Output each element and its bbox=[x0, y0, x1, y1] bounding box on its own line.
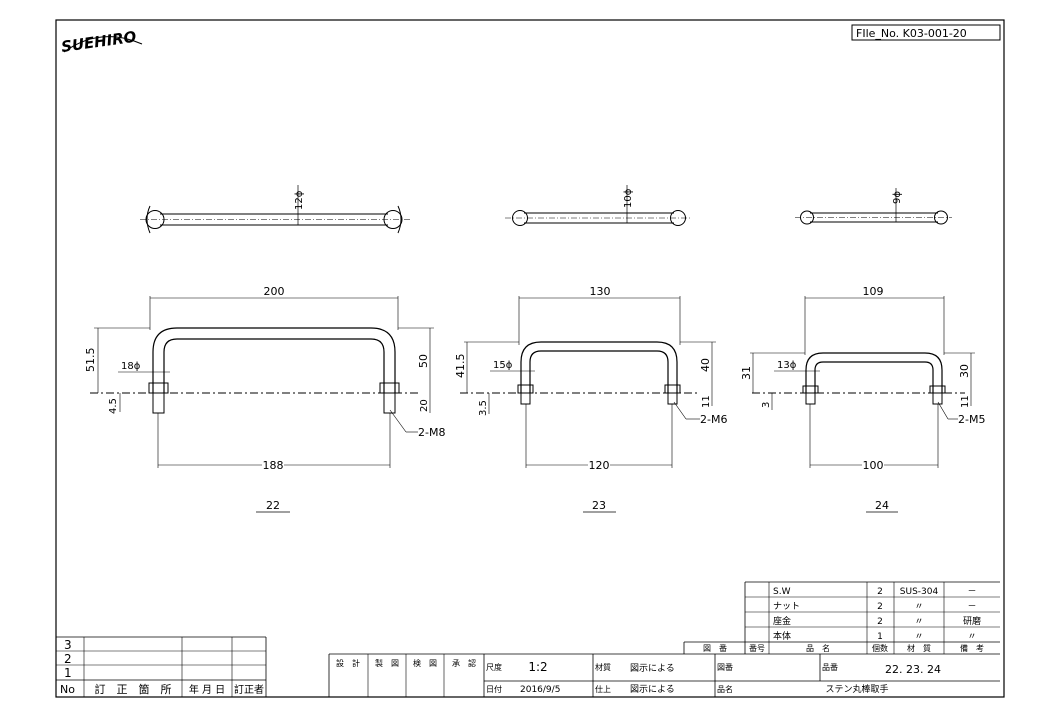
svg-text:2: 2 bbox=[877, 617, 883, 627]
svg-text:40: 40 bbox=[699, 358, 712, 372]
svg-text:31: 31 bbox=[740, 366, 753, 380]
svg-text:〃: 〃 bbox=[914, 632, 923, 642]
svg-text:2: 2 bbox=[877, 587, 883, 597]
svg-text:SUS-304: SUS-304 bbox=[900, 587, 939, 597]
svg-text:〃: 〃 bbox=[914, 602, 923, 612]
svg-text:訂 正 箇 所: 訂 正 箇 所 bbox=[95, 682, 172, 696]
svg-text:130: 130 bbox=[590, 285, 611, 298]
svg-text:品 名: 品 名 bbox=[806, 643, 830, 653]
svg-text:設 計: 設 計 bbox=[336, 658, 360, 668]
parts-list-table: S.W 2 SUS-304 － ナット 2 〃 － 座金 2 〃 研磨 本体 1… bbox=[684, 581, 1000, 655]
svg-text:109: 109 bbox=[863, 285, 884, 298]
part-numbers: 22. 23. 24 bbox=[885, 663, 941, 676]
svg-text:100: 100 bbox=[863, 459, 884, 472]
handle-24: 9ϕ 109 31 30 13ϕ 3 11 bbox=[740, 188, 985, 513]
svg-text:承 認: 承 認 bbox=[452, 658, 476, 668]
svg-text:品番: 品番 bbox=[822, 662, 838, 672]
svg-text:訂正者: 訂正者 bbox=[234, 683, 264, 696]
svg-text:3.5: 3.5 bbox=[478, 400, 489, 416]
svg-text:2-M6: 2-M6 bbox=[700, 413, 727, 426]
svg-text:20: 20 bbox=[419, 399, 430, 412]
svg-text:個数: 個数 bbox=[872, 643, 888, 653]
dim-length: 200 bbox=[264, 285, 285, 298]
sheet-border bbox=[55, 19, 1005, 698]
svg-text:番号: 番号 bbox=[749, 643, 765, 653]
item-number-24: 24 bbox=[875, 499, 889, 512]
svg-text:ナット: ナット bbox=[773, 601, 800, 612]
item-number-23: 23 bbox=[592, 499, 606, 512]
svg-text:研磨: 研磨 bbox=[963, 616, 981, 627]
svg-text:12ϕ: 12ϕ bbox=[294, 190, 305, 210]
file-no: FIle_No. K03-001-20 bbox=[856, 27, 967, 40]
svg-text:検 図: 検 図 bbox=[413, 658, 437, 668]
revision-row: 1 bbox=[64, 666, 72, 680]
title-block: 設 計 製 図 検 図 承 認 尺度 1:2 日付 2016/9/5 材質 図示… bbox=[328, 642, 1000, 697]
svg-text:図示による: 図示による bbox=[630, 684, 675, 695]
handle-23-top-view: 10ϕ bbox=[505, 185, 692, 226]
handle-24-top-view: 9ϕ bbox=[795, 188, 952, 225]
svg-text:11: 11 bbox=[960, 395, 971, 408]
svg-text:材質: 材質 bbox=[595, 662, 611, 672]
svg-text:図示による: 図示による bbox=[630, 663, 675, 674]
svg-text:図番: 図番 bbox=[717, 662, 733, 672]
handle-22-top-view: 12ϕ bbox=[140, 185, 410, 234]
svg-text:188: 188 bbox=[263, 459, 284, 472]
file-no-box bbox=[851, 24, 1001, 41]
handle-22-front-view: 200 51.5 50 18ϕ 4.5 20 2-M8 188 bbox=[84, 285, 445, 472]
svg-text:〃: 〃 bbox=[914, 617, 923, 627]
parts-row: 座金 2 〃 研磨 bbox=[773, 615, 981, 627]
handle-23-front-view: 130 41.5 40 15ϕ 3.5 11 2-M6 120 bbox=[454, 285, 727, 472]
svg-text:座金: 座金 bbox=[773, 615, 791, 627]
parts-list-header: 図 番 番号 品 名 個数 材 質 備 考 bbox=[703, 643, 984, 653]
svg-text:1: 1 bbox=[877, 632, 883, 642]
svg-text:年 月 日: 年 月 日 bbox=[189, 683, 225, 696]
parts-row: ナット 2 〃 － bbox=[773, 601, 977, 612]
svg-text:3: 3 bbox=[761, 402, 772, 408]
svg-text:仕上: 仕上 bbox=[595, 684, 611, 694]
part-name: ステン丸棒取手 bbox=[825, 683, 888, 695]
svg-text:図 番: 図 番 bbox=[703, 643, 727, 653]
revision-row: 2 bbox=[64, 652, 72, 666]
svg-text:製 図: 製 図 bbox=[375, 658, 399, 668]
revision-table: 3 2 1 No 訂 正 箇 所 年 月 日 訂正者 bbox=[56, 636, 267, 697]
svg-text:11: 11 bbox=[701, 395, 712, 408]
parts-row: S.W 2 SUS-304 － bbox=[773, 587, 977, 597]
svg-text:〃: 〃 bbox=[967, 632, 976, 642]
svg-text:4.5: 4.5 bbox=[108, 398, 119, 414]
item-number-22: 22 bbox=[266, 499, 280, 512]
svg-text:2-M8: 2-M8 bbox=[418, 426, 445, 439]
svg-text:日付: 日付 bbox=[486, 684, 502, 694]
svg-text:9ϕ: 9ϕ bbox=[892, 191, 903, 204]
svg-text:本体: 本体 bbox=[773, 630, 791, 642]
svg-text:10ϕ: 10ϕ bbox=[623, 188, 634, 208]
handle-22: 12ϕ 200 51.5 50 18ϕ 4.5 bbox=[84, 185, 445, 513]
svg-text:備 考: 備 考 bbox=[960, 643, 984, 653]
svg-text:13ϕ: 13ϕ bbox=[777, 360, 797, 371]
svg-text:－: － bbox=[967, 602, 976, 612]
svg-text:30: 30 bbox=[958, 364, 971, 378]
svg-text:－: － bbox=[967, 587, 976, 597]
dim-height: 51.5 bbox=[84, 348, 97, 373]
svg-text:尺度: 尺度 bbox=[486, 662, 502, 672]
handle-24-front-view: 109 31 30 13ϕ 3 11 2-M5 100 bbox=[740, 285, 985, 472]
handle-23: 10ϕ 130 41.5 40 15ϕ 3.5 11 bbox=[454, 185, 727, 513]
svg-text:SUEHIRO: SUEHIRO bbox=[60, 28, 138, 56]
svg-text:No: No bbox=[60, 683, 75, 696]
svg-text:120: 120 bbox=[589, 459, 610, 472]
svg-text:50: 50 bbox=[417, 354, 430, 368]
svg-text:2016/9/5: 2016/9/5 bbox=[520, 685, 560, 695]
svg-text:2: 2 bbox=[877, 602, 883, 612]
svg-text:S.W: S.W bbox=[773, 587, 791, 597]
svg-text:品名: 品名 bbox=[717, 684, 733, 694]
svg-text:2-M5: 2-M5 bbox=[958, 413, 985, 426]
svg-text:15ϕ: 15ϕ bbox=[493, 360, 513, 371]
svg-text:41.5: 41.5 bbox=[454, 354, 467, 379]
parts-row: 本体 1 〃 〃 bbox=[773, 630, 977, 642]
svg-text:1:2: 1:2 bbox=[528, 660, 547, 674]
revision-row: 3 bbox=[64, 638, 72, 652]
suehiro-logo: SUEHIRO bbox=[60, 28, 143, 56]
svg-text:材 質: 材 質 bbox=[907, 643, 931, 653]
svg-text:18ϕ: 18ϕ bbox=[121, 361, 141, 372]
